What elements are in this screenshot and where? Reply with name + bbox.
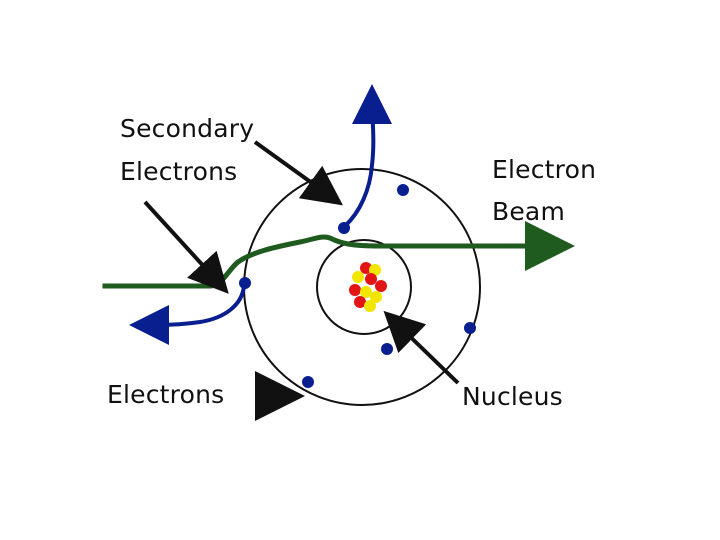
electrons-label: Electrons [107,380,224,409]
secondary-electron-path-up [343,84,393,228]
neutron [352,271,364,283]
secondary-electrons-label-line2: Electrons [120,157,237,186]
electron-dot [302,376,314,388]
electron-dot [239,277,251,289]
nucleus-cluster [349,262,387,312]
secondary-electrons-pointer-arrow [253,140,343,206]
nucleus-label: Nucleus [462,382,563,411]
proton [349,284,361,296]
inner-orbit [316,239,412,335]
proton [354,296,366,308]
electron-dot [338,222,350,234]
nucleus-pointer-arrow [383,310,460,385]
electron-dot [464,322,476,334]
neutron [360,286,372,298]
neutron [369,264,381,276]
electron-beam-path [102,221,575,289]
electron-beam-label-line1: Electron [492,155,596,184]
secondary-electrons-pointer-arrow-lower [143,200,229,294]
neutron [370,291,382,303]
proton [360,262,372,274]
electron-dot [397,184,409,196]
neutron [364,300,376,312]
proton [365,273,377,285]
proton [375,280,387,292]
electron-dot [381,343,393,355]
secondary-electron-path-left [129,285,246,345]
electron-beam-label-line2: Beam [492,197,565,226]
secondary-electrons-label-line1: Secondary [120,114,254,143]
